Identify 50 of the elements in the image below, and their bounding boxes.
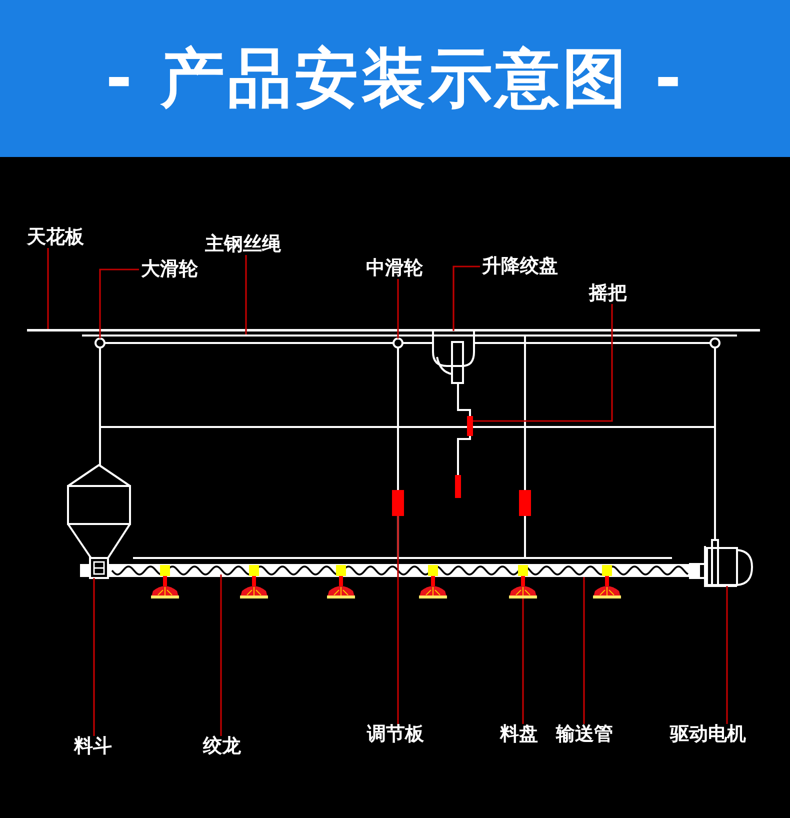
part-label: 天花板: [27, 228, 84, 247]
leader-line: [245, 255, 247, 334]
wire-rope: [104, 342, 394, 344]
part-label: 驱动电机: [670, 725, 746, 744]
crank-handle: [467, 416, 473, 436]
feed-pan: [327, 565, 355, 598]
part-label: 大滑轮: [141, 260, 198, 279]
pulley: [710, 338, 720, 348]
leader-line: [220, 574, 222, 736]
leader-line: [93, 578, 95, 736]
feed-pan: [240, 565, 268, 598]
part-label: 绞龙: [203, 737, 241, 756]
page-title: - 产品安装示意图 -: [106, 46, 684, 110]
feed-pan: [509, 565, 537, 598]
part-label: 摇把: [589, 284, 627, 303]
wire-rope: [524, 336, 526, 490]
pulley: [94, 338, 106, 348]
wire-rope: [397, 348, 399, 490]
leader-line: [99, 268, 139, 338]
feed-pan: [151, 565, 179, 598]
ceiling-line: [27, 329, 760, 332]
wire-rope: [402, 342, 433, 344]
feed-pan: [419, 565, 447, 598]
part-label: 料斗: [74, 737, 112, 756]
hopper: [67, 464, 131, 579]
winch: [432, 331, 475, 416]
leader-line: [452, 266, 480, 331]
wire-rope: [524, 516, 526, 557]
adjusting-plate: [392, 490, 404, 516]
drive-motor: [689, 539, 753, 587]
part-label: 料盘: [500, 725, 538, 744]
part-label: 中滑轮: [366, 259, 423, 278]
leader-line: [473, 304, 613, 422]
wire-rope: [82, 334, 737, 336]
auger-spiral: [112, 566, 689, 576]
part-label: 输送管: [556, 725, 613, 744]
leader-line: [522, 598, 524, 724]
part-label: 升降绞盘: [482, 257, 558, 276]
part-label: 调节板: [367, 725, 424, 744]
leader-line: [583, 577, 585, 724]
leader-line: [726, 586, 728, 724]
leader-line: [47, 248, 49, 329]
pulley: [392, 338, 404, 348]
leader-line: [397, 279, 399, 338]
feed-pan: [593, 565, 621, 598]
wire-rope: [714, 348, 716, 540]
wire-rope: [99, 348, 101, 465]
adjusting-plate: [519, 490, 531, 516]
part-label: 主钢丝绳: [205, 235, 281, 254]
wire-rope: [474, 342, 710, 344]
